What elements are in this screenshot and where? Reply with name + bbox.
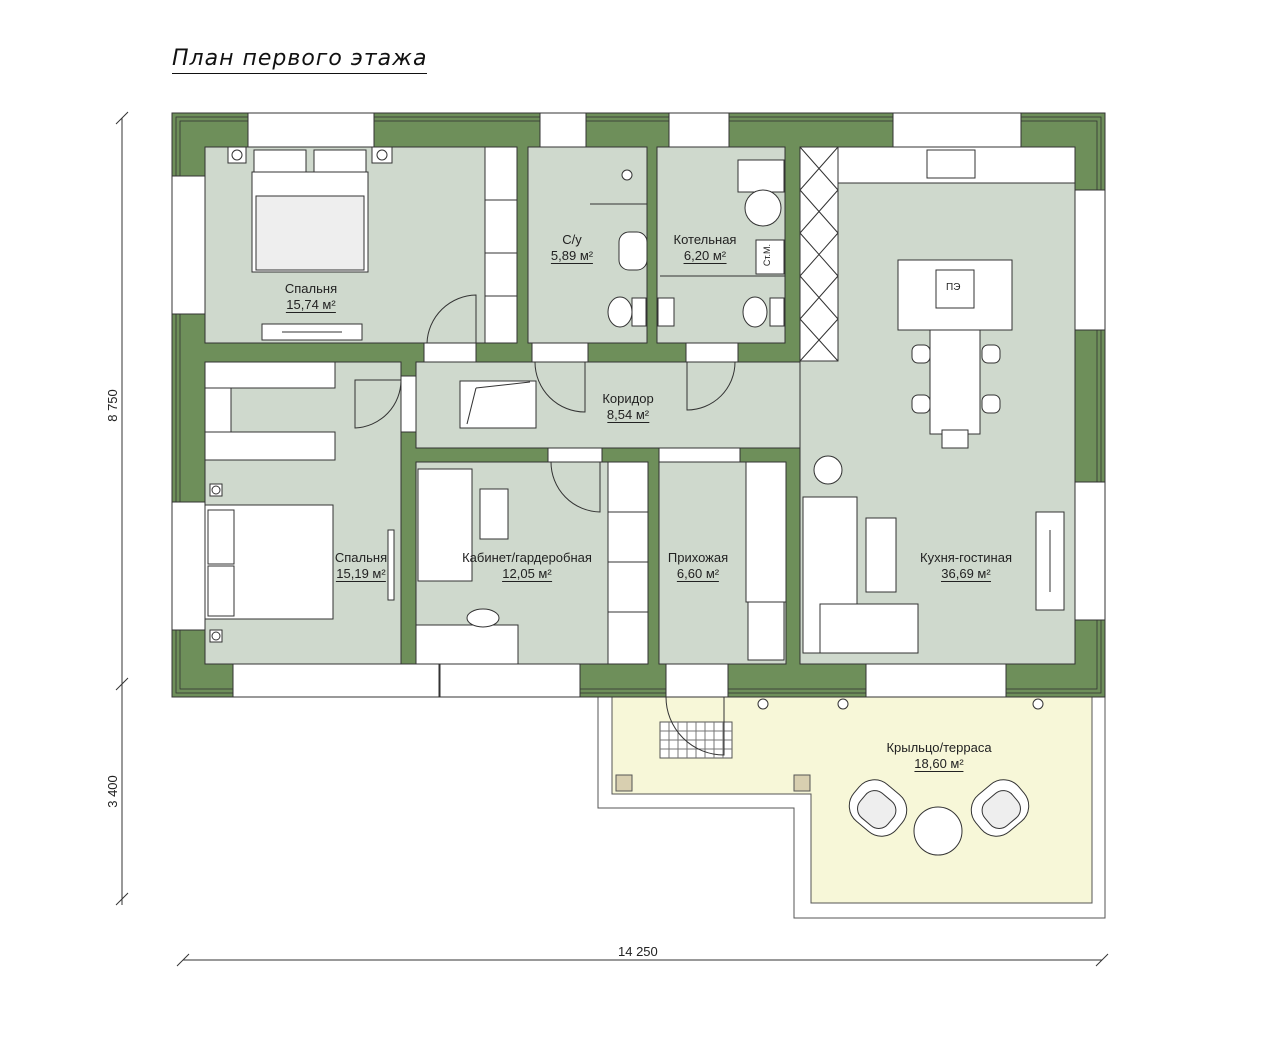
plan-title: План первого этажа [172, 46, 428, 74]
room-name: Коридор [602, 391, 654, 406]
bathroom-fixtures [590, 159, 785, 328]
room-label-bedroom-1: Спальня 15,74 м² [285, 281, 337, 313]
bedroom-1-furniture [227, 146, 518, 344]
room-area: 15,19 м² [336, 566, 386, 582]
room-label-bathroom: С/у 5,89 м² [550, 232, 594, 264]
room-area: 5,89 м² [550, 248, 594, 264]
terrace [597, 696, 1106, 919]
room-area: 6,20 м² [683, 248, 727, 264]
kitchen-furniture [799, 146, 1076, 654]
armchair-left [848, 779, 908, 837]
room-area: 18,60 м² [914, 756, 964, 772]
room-area: 15,74 м² [286, 297, 336, 313]
room-name: Кухня-гостиная [920, 550, 1012, 565]
room-area: 36,69 м² [941, 566, 991, 582]
hob-tag: ПЭ [946, 282, 961, 293]
room-name: Котельная [673, 232, 737, 247]
dimension-lines [115, 111, 1109, 967]
study-furniture [415, 380, 649, 665]
dimension-total-width: 14 250 [618, 944, 658, 959]
doors [354, 294, 739, 756]
room-label-study: Кабинет/гардеробная 12,05 м² [462, 550, 592, 582]
room-name: Спальня [284, 281, 338, 296]
hallway-furniture [658, 447, 787, 661]
room-area: 6,60 м² [676, 566, 720, 582]
room-name: Кабинет/гардеробная [462, 550, 592, 565]
room-label-boiler-room: Котельная 6,20 м² [673, 232, 737, 264]
room-label-bedroom-2: Спальня 15,19 м² [335, 550, 387, 582]
room-label-entrance-hall: Прихожая 6,60 м² [668, 550, 728, 582]
room-area: 8,54 м² [606, 407, 650, 423]
windows [171, 112, 1106, 698]
dimension-terrace-depth: 3 400 [104, 775, 120, 808]
room-label-corridor: Коридор 8,54 м² [602, 391, 654, 423]
room-name: Спальня [334, 550, 388, 565]
room-name: Прихожая [667, 550, 729, 565]
room-name: С/у [562, 232, 582, 247]
boiler-tag: Ст.М. [762, 243, 773, 267]
room-label-terrace: Крыльцо/терраса 18,60 м² [886, 740, 992, 772]
room-area: 12,05 м² [502, 566, 552, 582]
room-name: Крыльцо/терраса [886, 740, 992, 755]
armchair-right [970, 779, 1030, 837]
dimension-house-depth: 8 750 [104, 389, 120, 422]
room-label-kitchen-living: Кухня-гостиная 36,69 м² [920, 550, 1012, 582]
bedroom-2-furniture [204, 361, 395, 643]
